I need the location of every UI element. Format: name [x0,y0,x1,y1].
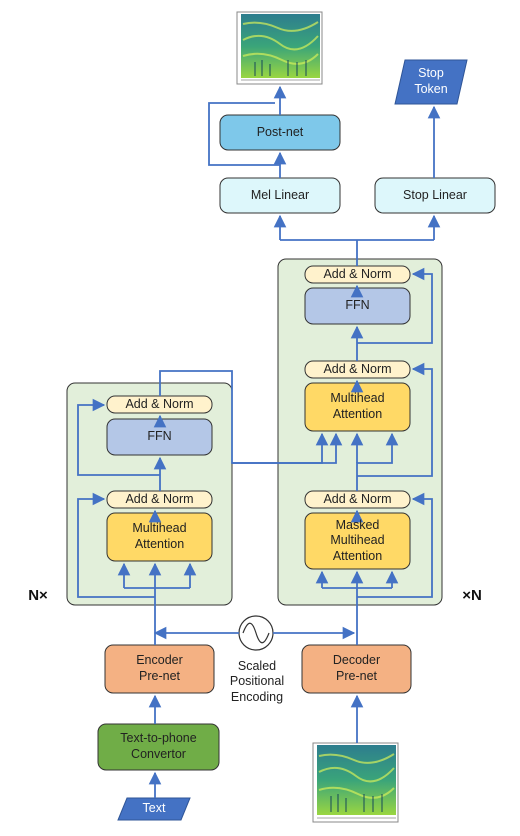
text-to-phone-box [97,723,220,771]
text-input-shape [117,797,191,821]
decoder-prenet-label: Decoder Pre-net [332,653,381,683]
text-input-label: Text [142,801,166,816]
connection-arrows [77,85,441,798]
decoder-ffn-label: FFN [345,298,370,313]
decoder-masked-mha-label: Masked Multihead Attention [330,517,385,563]
positional-encoding-symbol [238,615,274,651]
stop-token-shape [394,59,468,105]
encoder-prenet-label: Encoder Pre-net [136,653,183,683]
text-to-phone-label: Text-to-phone Convertor [120,731,197,761]
decoder-mha-label: Multihead Attention [330,391,385,421]
decoder-addnorm-top-label: Add & Norm [323,266,392,281]
encoder-prenet-box [104,644,215,694]
encoder-mha-label: Multihead Attention [132,521,187,551]
output-spectrogram-image [236,11,323,85]
postnet-label: Post-net [256,124,304,139]
encoder-addnorm-bot-label: Add & Norm [125,491,194,506]
input-spectrogram-image [312,742,399,823]
decoder-addnorm-mid-label: Add & Norm [323,361,392,376]
decoder-repeat-label: ×N [462,586,482,604]
mel-linear-label: Mel Linear [250,187,310,202]
positional-encoding-label: Scaled Positional Encoding [229,658,285,704]
stop-token-label: Stop Token [414,66,448,96]
decoder-addnorm-bot-label: Add & Norm [323,491,392,506]
encoder-addnorm-top-label: Add & Norm [125,396,194,411]
stop-linear-label: Stop Linear [403,187,467,202]
encoder-repeat-label: N× [28,586,48,604]
stop-linear-box [374,177,496,214]
encoder-ffn-label: FFN [147,429,172,444]
